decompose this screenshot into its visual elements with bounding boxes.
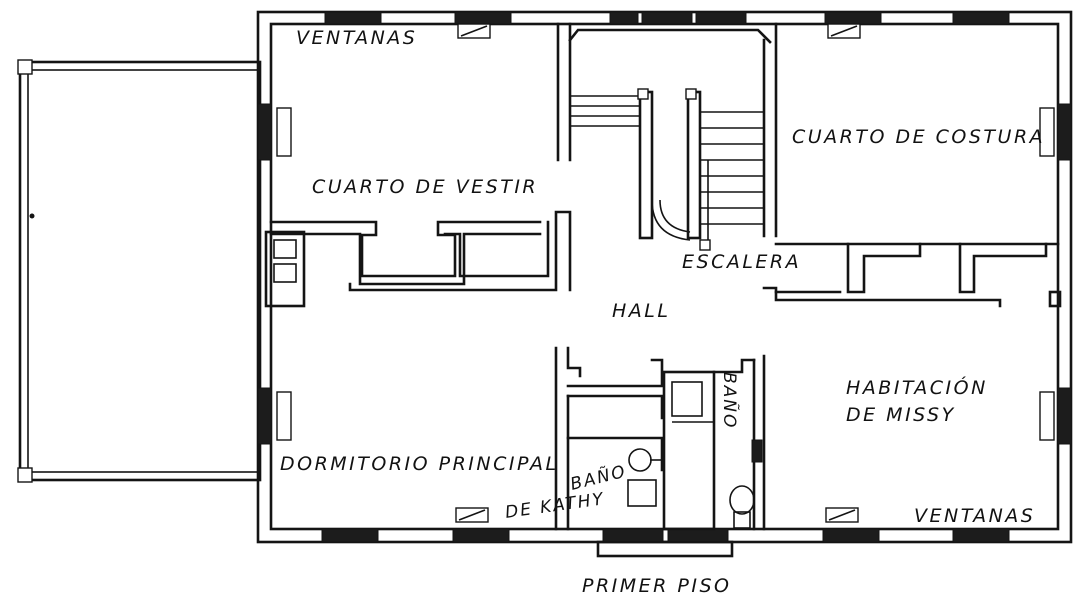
label-missy-room-line1: HABITACIÓN (846, 375, 988, 399)
bottom-windows (321, 507, 1010, 543)
label-missy-room-line2: DE MISSY (846, 404, 956, 426)
bottom-step (596, 540, 734, 558)
label-windows-bottom: VENTANAS (914, 505, 1035, 527)
side-windows (257, 103, 1072, 445)
floor-title: PRIMER PISO (582, 575, 731, 597)
bathrooms (554, 346, 766, 531)
label-master-bedroom: DORMITORIO PRINCIPAL (280, 453, 559, 475)
sewing-room-walls (762, 242, 1062, 308)
stairs (568, 22, 778, 251)
top-windows (324, 11, 1010, 39)
label-dressing-room: CUARTO DE VESTIR (312, 176, 538, 198)
label-hall: HALL (612, 300, 670, 322)
room-labels: VENTANAS CUARTO DE VESTIR CUARTO DE COST… (280, 27, 1045, 597)
dressing-room-walls (264, 22, 572, 308)
porch (17, 59, 262, 483)
label-windows-top: VENTANAS (296, 27, 417, 49)
label-sewing-room: CUARTO DE COSTURA (792, 126, 1045, 148)
label-stairs: ESCALERA (682, 251, 801, 273)
label-bath: BAÑO (719, 372, 741, 429)
